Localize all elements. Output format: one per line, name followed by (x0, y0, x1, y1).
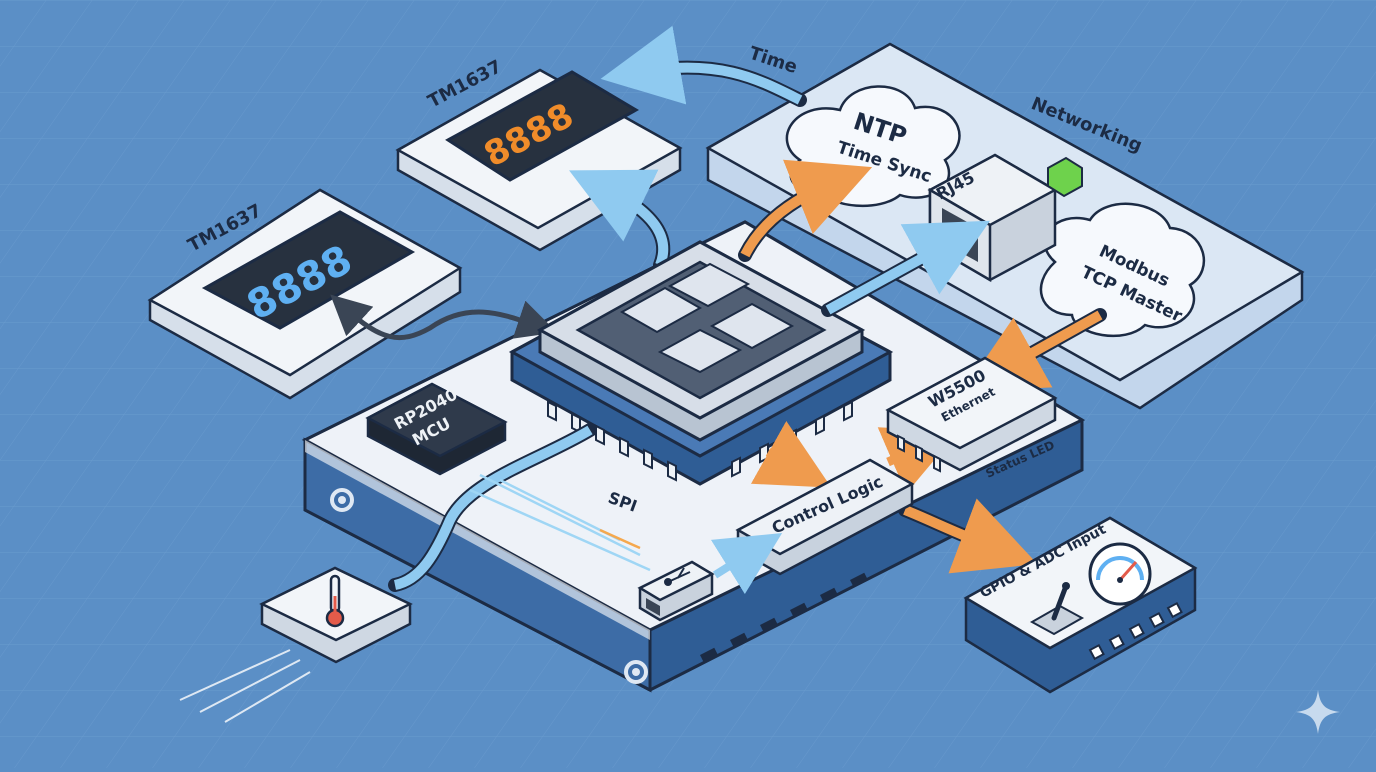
tm1637-display-left: 8888 TM1637 (147, 188, 463, 400)
modbus-to-w5500-arrow (963, 310, 1103, 392)
display-link-arrow (330, 294, 557, 341)
board-vent-slots (699, 572, 868, 663)
control-logic-block: Control Logic (735, 458, 915, 576)
modbus-tcp-master-cloud: Modbus TCP Master (1039, 202, 1206, 338)
toggle-switch-icon (1029, 582, 1085, 636)
chip-to-rj45-arrow (825, 220, 991, 315)
spi-data-streaks (469, 473, 651, 572)
chip-to-top-display-arrow (569, 169, 669, 267)
chip-to-ntp-arrow (740, 159, 873, 258)
chip-to-control-logic-arrow (750, 420, 832, 488)
time-arrow (600, 25, 803, 105)
gear-icon (624, 660, 648, 684)
spi-bus (393, 425, 593, 590)
temperature-sensor (179, 566, 413, 723)
thermometer-icon (325, 574, 345, 628)
gear-icon (330, 488, 354, 512)
chip-module-4 (709, 302, 795, 350)
gauge-icon (1088, 542, 1152, 606)
control-logic-to-gpio-arrow (903, 498, 1038, 574)
usb-icon (664, 567, 691, 586)
usb-c-port (637, 560, 715, 622)
gpio-pins (1088, 601, 1183, 661)
chip-module-1 (619, 286, 703, 334)
chip-module-3 (657, 328, 743, 374)
link-led (1047, 156, 1083, 198)
sparkle-icon (1296, 690, 1340, 734)
chip-module-2 (667, 262, 751, 308)
usb-to-control-arrow (710, 533, 783, 595)
sensor-signal-lines (179, 649, 311, 723)
